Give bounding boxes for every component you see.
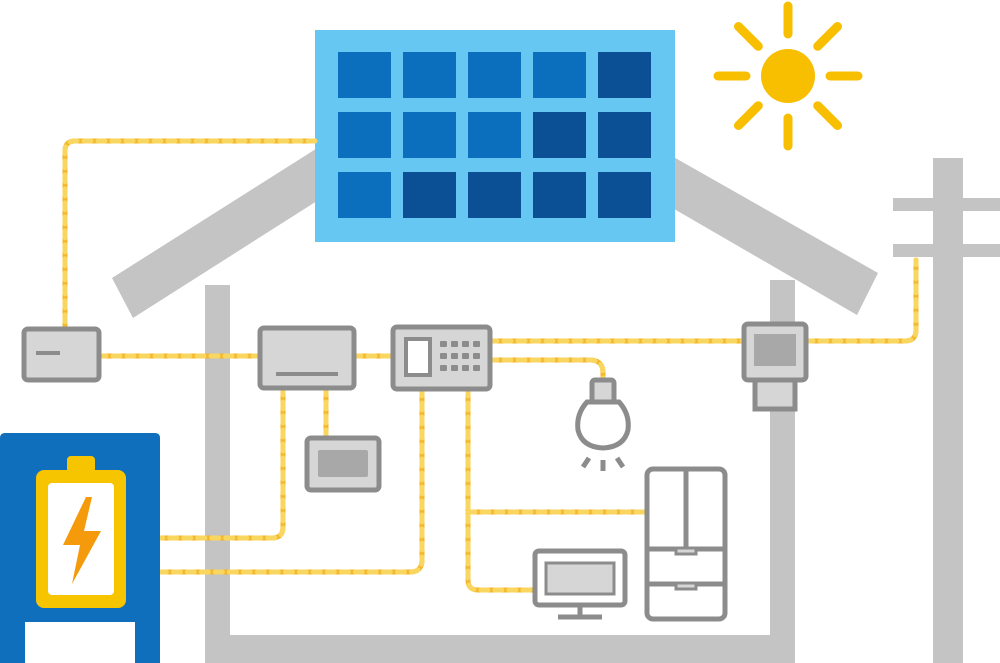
solar-cell	[598, 172, 651, 218]
controller-button	[451, 341, 458, 347]
controller-button	[462, 365, 469, 371]
controller-button	[451, 353, 458, 359]
solar-cell	[468, 112, 521, 158]
floor	[205, 635, 795, 663]
controller-button	[440, 341, 447, 347]
wire-dash	[62, 138, 318, 332]
sun-ray	[813, 22, 842, 51]
roof-right	[650, 155, 878, 315]
sun-ray	[734, 101, 763, 130]
wire-dash	[487, 357, 606, 383]
controller-button	[473, 353, 480, 359]
controller-button	[473, 365, 480, 371]
wiring	[62, 138, 919, 593]
solar-cell	[338, 172, 391, 218]
sun-icon	[713, 1, 863, 151]
solar-cell	[403, 52, 456, 98]
solar-cell	[533, 112, 586, 158]
display-icon	[304, 435, 382, 493]
light-bulb-icon	[575, 377, 631, 471]
controller-button	[440, 353, 447, 359]
solar-cell	[533, 172, 586, 218]
controller-button	[462, 353, 469, 359]
sun-ray	[813, 101, 842, 130]
sun-ray	[734, 22, 763, 51]
solar-cell	[403, 172, 456, 218]
roof-left	[112, 140, 350, 318]
solar-cell	[338, 112, 391, 158]
meter-icon	[741, 321, 809, 412]
controller-button	[451, 365, 458, 371]
utility-pole-icon	[893, 158, 1000, 663]
solar-cell	[468, 52, 521, 98]
solar-cell	[533, 52, 586, 98]
wire	[465, 386, 538, 593]
solar-cell	[598, 52, 651, 98]
solar-panel-icon	[315, 30, 675, 242]
solar-cell	[598, 112, 651, 158]
lightning-bolt-icon	[63, 497, 101, 584]
refrigerator-icon	[644, 466, 728, 622]
controller-button	[462, 341, 469, 347]
battery-icon	[0, 433, 160, 663]
controller-button	[440, 365, 447, 371]
junction-box-icon	[21, 326, 102, 383]
controller-icon	[390, 324, 493, 392]
wire-dash	[157, 386, 425, 575]
power-conditioner-icon	[257, 325, 357, 391]
wire	[157, 386, 425, 575]
wire-dash	[803, 257, 919, 344]
monitor-icon	[532, 548, 628, 620]
solar-cell	[403, 112, 456, 158]
wire	[487, 357, 606, 383]
wall-left	[205, 285, 230, 663]
wire-dash	[157, 385, 286, 541]
controller-button	[473, 341, 480, 347]
wire-dash	[465, 386, 538, 593]
solar-cell	[338, 52, 391, 98]
solar-cell	[468, 172, 521, 218]
